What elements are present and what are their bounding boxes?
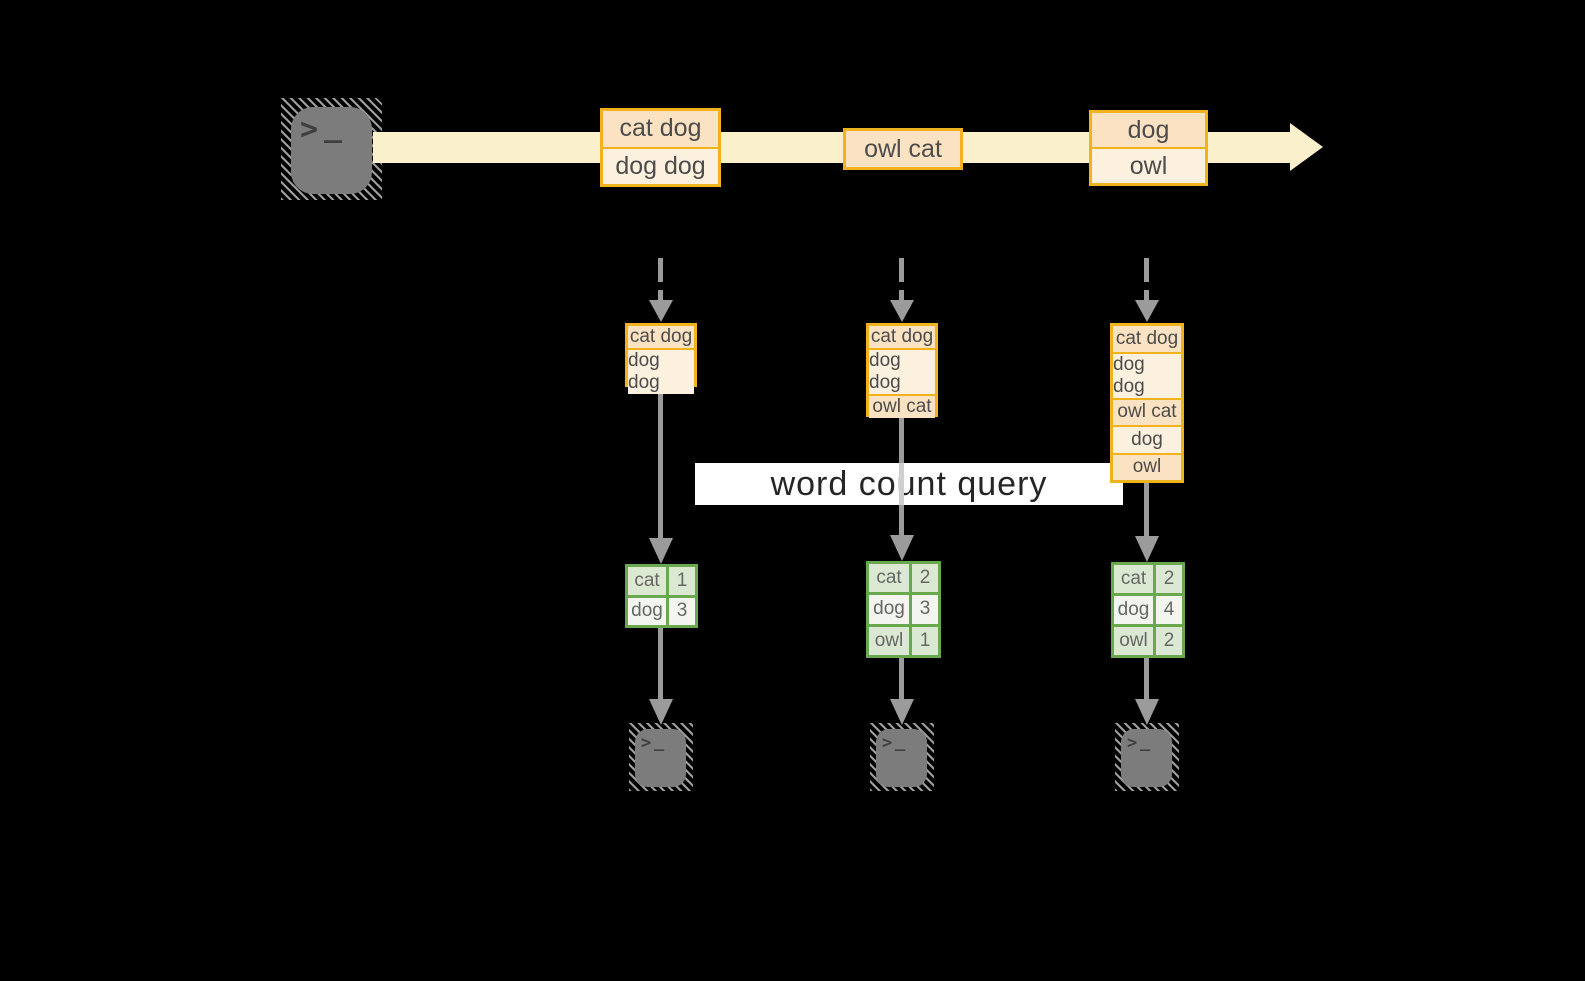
arrow-line [658,628,663,701]
state-row: cat dog [869,326,935,348]
down-arrowhead-icon [890,300,914,322]
word-cell: cat [1114,565,1153,593]
state-row: dog [1113,427,1181,453]
down-arrowhead-icon [649,699,673,725]
arrow-line [899,658,904,701]
event-box-2: owl cat [843,128,963,170]
arrow-line [1144,483,1149,536]
word-cell: dog [1114,596,1153,624]
count-cell: 4 [1156,596,1182,624]
terminal-icon: > _ [1121,729,1172,787]
query-label-text: word count query [770,464,1048,503]
count-cell: 2 [912,564,938,593]
down-arrowhead-icon [1135,300,1159,322]
word-cell: cat [628,567,666,595]
state-row: cat dog [1113,326,1181,352]
count-table-3: cat 2 dog 4 owl 2 [1111,562,1185,658]
down-arrowhead-icon [1135,699,1159,725]
count-table-1: cat 1 dog 3 [625,564,698,628]
word-cell: owl [869,626,909,655]
dashed-arrow-segment [1144,258,1149,282]
prompt-underscore-icon: _ [1140,732,1151,752]
state-box-1: cat dog dog dog [625,323,697,394]
prompt-chevron-icon: > [1127,733,1138,753]
down-arrowhead-icon [649,300,673,322]
down-arrowhead-icon [890,699,914,725]
count-table-2: cat 2 dog 3 owl 1 [866,561,941,658]
count-cell: 1 [912,626,938,655]
count-cell: 1 [669,567,695,595]
state-row: owl cat [869,396,935,418]
arrow-line-through-label [899,463,904,505]
prompt-underscore-icon: _ [895,732,906,752]
terminal-icon: > _ [291,107,372,194]
count-cell: 2 [1156,627,1182,655]
dashed-arrow-segment [658,290,663,300]
state-row: dog dog [1113,353,1181,398]
event-line: dog [1092,113,1205,147]
state-row: owl cat [1113,399,1181,425]
state-box-3: cat dog dog dog owl cat dog owl [1110,323,1184,483]
stream-arrowhead-icon [1290,123,1323,171]
dashed-arrow-segment [1144,290,1149,300]
count-cell: 3 [912,595,938,624]
event-line: dog dog [603,148,718,184]
word-cell: owl [1114,627,1153,655]
state-row: cat dog [628,326,694,348]
prompt-underscore-icon: _ [324,109,343,144]
word-cell: dog [628,597,666,625]
down-arrowhead-icon [649,538,673,564]
arrow-line [1144,658,1149,701]
event-box-1: cat dog dog dog [600,108,721,187]
prompt-chevron-icon: > [300,112,319,147]
state-box-2: cat dog dog dog owl cat [866,323,938,418]
state-row: dog dog [628,350,694,394]
count-cell: 3 [669,597,695,625]
event-box-3: dog owl [1089,110,1208,186]
state-row: owl [1113,454,1181,480]
dashed-arrow-segment [658,258,663,282]
query-label-band: word count query [695,463,1123,505]
count-cell: 2 [1156,565,1182,593]
dashed-arrow-segment [899,290,904,300]
event-line: owl [1092,149,1205,183]
event-line: cat dog [603,111,718,147]
down-arrowhead-icon [890,535,914,561]
terminal-icon: > _ [635,729,686,787]
arrow-line [658,387,663,538]
prompt-chevron-icon: > [882,733,893,753]
word-cell: cat [869,564,909,593]
down-arrowhead-icon [1135,536,1159,562]
event-line: owl cat [846,131,960,167]
dashed-arrow-segment [899,258,904,282]
state-row: dog dog [869,350,935,394]
word-cell: dog [869,595,909,624]
terminal-icon: > _ [876,729,927,787]
prompt-underscore-icon: _ [654,732,665,752]
prompt-chevron-icon: > [641,733,652,753]
